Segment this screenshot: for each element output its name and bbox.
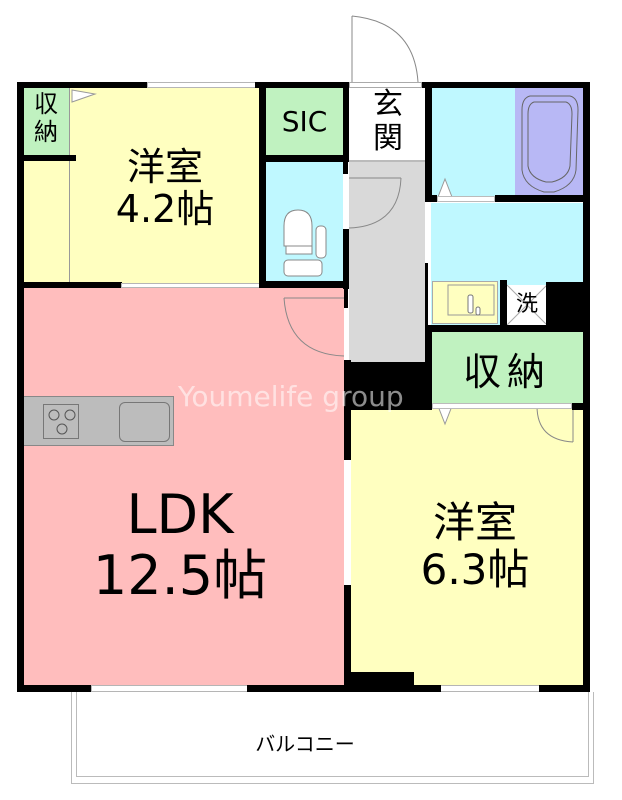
- storage-2-label: 収納: [462, 350, 551, 394]
- wall: [344, 672, 414, 692]
- wall: [546, 282, 590, 328]
- window: [91, 685, 248, 692]
- ldk-room: [23, 288, 344, 685]
- kitchen-sink-icon: [119, 402, 170, 442]
- wall: [583, 82, 590, 692]
- wall: [425, 325, 590, 332]
- vanity-sink: [432, 281, 498, 324]
- entrance-area: [349, 88, 427, 161]
- balcony: [71, 692, 594, 784]
- laundry-cross-icon: [506, 284, 548, 326]
- wall: [414, 685, 441, 692]
- room-label-western-1: 洋室 4.2帖: [70, 146, 260, 230]
- window: [147, 82, 256, 88]
- western-room-2-size: 6.3帖: [420, 545, 530, 594]
- bathtub-area: [515, 88, 583, 196]
- laundry-label: 洗: [515, 292, 538, 317]
- closet-divider-line: [69, 88, 70, 284]
- wall: [17, 82, 24, 692]
- bath-door-triangle-icon: [437, 177, 453, 198]
- wall: [343, 162, 348, 174]
- faucet-icon: [447, 284, 495, 316]
- wall: [421, 82, 589, 88]
- entrance-door-swing-icon: [351, 15, 419, 83]
- wall: [343, 82, 349, 162]
- wall: [539, 685, 590, 692]
- wall: [344, 360, 351, 460]
- wall: [259, 281, 349, 288]
- storage-door-sill: [432, 403, 572, 409]
- wall: [17, 155, 76, 161]
- closet-door-triangle-icon: [71, 89, 97, 103]
- western-room-1-name: 洋室: [126, 145, 203, 189]
- window: [440, 685, 540, 692]
- toilet-icon: [283, 209, 327, 277]
- western-room-6-3: [351, 409, 584, 687]
- wall: [572, 403, 590, 410]
- wall: [500, 280, 507, 326]
- hall-door-swing-icon: [348, 177, 402, 229]
- wall: [425, 263, 428, 335]
- wall: [259, 82, 266, 288]
- room-label-ldk: LDK 12.5帖: [60, 485, 300, 607]
- window: [121, 283, 260, 288]
- storage-closet-large: [431, 332, 583, 404]
- entrance-label: 玄関: [373, 87, 403, 156]
- sic-label: SIC: [281, 105, 328, 138]
- wall: [247, 685, 367, 692]
- ldk-size: 12.5帖: [92, 544, 268, 607]
- entrance-threshold: [349, 82, 422, 88]
- hallway: [349, 161, 425, 362]
- room-door-swing-icon: [536, 405, 574, 443]
- bath-door-sill: [437, 196, 495, 202]
- storage-closet-small: [23, 88, 70, 156]
- watermark: Youmelife group: [178, 380, 404, 413]
- room-label-western-2: 洋室 6.3帖: [380, 500, 570, 594]
- wall: [17, 685, 92, 692]
- sic-closet: [266, 88, 343, 155]
- balcony-label: バルコニー: [255, 732, 355, 756]
- wall: [344, 288, 348, 308]
- wall: [425, 325, 432, 410]
- wall: [17, 82, 148, 88]
- wall: [495, 195, 589, 202]
- ldk-name: LDK: [126, 483, 234, 546]
- wall: [425, 82, 432, 202]
- western-room-1-size: 4.2帖: [115, 187, 215, 231]
- wall: [255, 82, 350, 88]
- bathtub-icon: [521, 95, 579, 193]
- stove-icon: [43, 404, 79, 439]
- ldk-door-swing-icon: [283, 297, 345, 357]
- storage-1-label: 収納: [34, 90, 58, 146]
- wall: [259, 155, 349, 162]
- wall: [344, 585, 351, 692]
- wall: [344, 362, 431, 410]
- entrance-step-line: [349, 160, 427, 162]
- wall: [425, 195, 437, 202]
- wall: [343, 229, 349, 289]
- wall: [17, 282, 122, 288]
- western-room-2-name: 洋室: [432, 498, 517, 547]
